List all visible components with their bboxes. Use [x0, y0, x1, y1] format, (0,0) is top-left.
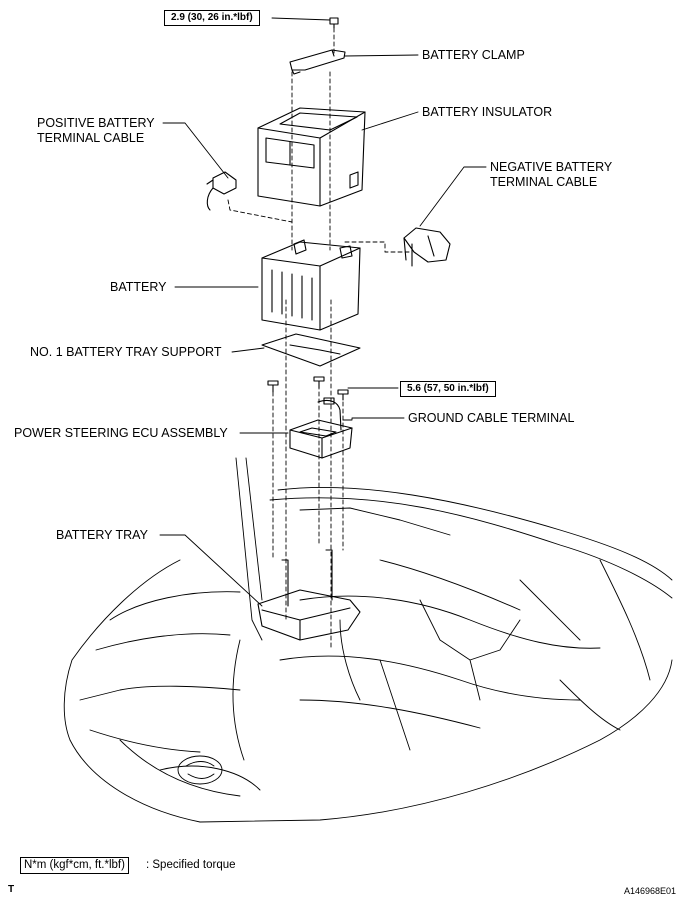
label-negative-cable-line2: TERMINAL CABLE	[490, 175, 598, 189]
label-positive-cable-line1: POSITIVE BATTERY	[37, 116, 155, 130]
label-ecu-assembly: POWER STEERING ECU ASSEMBLY	[14, 426, 228, 440]
label-positive-cable-line2: TERMINAL CABLE	[37, 131, 145, 145]
tray-support-part	[261, 333, 361, 367]
figure-id: A146968E01	[624, 886, 677, 896]
clamp-torque-spec: 2.9 (30, 26 in.*lbf)	[164, 10, 260, 26]
battery-insulator-part	[257, 107, 366, 207]
ground-cable-part	[317, 397, 342, 431]
label-battery-tray: BATTERY TRAY	[56, 528, 148, 542]
label-battery-insulator: BATTERY INSULATOR	[422, 105, 553, 119]
clamp-nut	[329, 17, 339, 29]
legend-description: : Specified torque	[146, 859, 236, 871]
label-negative-cable: NEGATIVE BATTERY TERMINAL CABLE	[490, 160, 612, 190]
label-battery-clamp: BATTERY CLAMP	[422, 48, 525, 62]
legend-unit-box: N*m (kgf*cm, ft.*lbf)	[20, 857, 129, 874]
label-negative-cable-line1: NEGATIVE BATTERY	[490, 160, 613, 174]
negative-cable-part	[403, 227, 451, 267]
label-tray-support: NO. 1 BATTERY TRAY SUPPORT	[30, 345, 222, 359]
footer-left-mark: T	[8, 884, 15, 895]
engine-bay-outline	[63, 457, 673, 823]
label-ground-cable: GROUND CABLE TERMINAL	[408, 411, 575, 425]
ground-torque-spec: 5.6 (57, 50 in.*lbf)	[400, 381, 496, 397]
label-positive-cable: POSITIVE BATTERY TERMINAL CABLE	[37, 116, 155, 146]
battery-part	[261, 239, 361, 331]
tray-bolts	[267, 376, 349, 401]
battery-tray-part	[257, 549, 361, 641]
positive-cable-part	[206, 171, 237, 211]
label-battery: BATTERY	[110, 280, 167, 294]
ecu-assembly-part	[289, 419, 353, 459]
battery-clamp-part	[289, 49, 346, 75]
